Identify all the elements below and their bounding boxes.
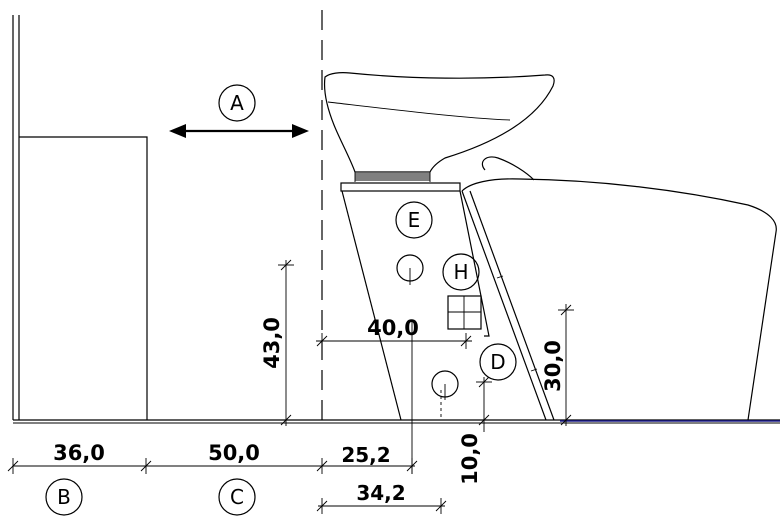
dimension-line-30 xyxy=(558,304,574,426)
dimension-43: 43,0 xyxy=(260,317,284,369)
dimension-36: 36,0 xyxy=(53,441,105,465)
dimension-line-40 xyxy=(316,333,472,349)
fixtures xyxy=(396,254,482,400)
svg-text:A: A xyxy=(230,91,244,115)
dimension-30: 30,0 xyxy=(541,340,565,392)
dimension-34: 34,2 xyxy=(356,481,405,505)
callout-c: C xyxy=(218,478,256,516)
callout-a: A xyxy=(218,84,256,122)
callout-h: H xyxy=(442,253,480,291)
dimension-line-lower xyxy=(316,498,447,514)
dimension-40: 40,0 xyxy=(367,316,419,340)
svg-text:E: E xyxy=(408,208,421,232)
floor-line xyxy=(13,419,780,424)
callout-b: B xyxy=(45,478,83,516)
cabinet xyxy=(19,136,148,420)
movement-arrow xyxy=(169,124,309,138)
dimension-line-43 xyxy=(278,259,294,426)
wash-basin xyxy=(323,72,555,192)
dimension-10: 10,0 xyxy=(458,433,482,485)
dimension-line-bottom xyxy=(7,420,418,474)
dimension-50: 50,0 xyxy=(208,441,260,465)
chair xyxy=(461,156,777,421)
svg-text:B: B xyxy=(57,485,71,509)
svg-text:C: C xyxy=(230,485,244,509)
callout-d: D xyxy=(479,343,517,381)
wall xyxy=(12,15,20,420)
pedestal xyxy=(341,190,490,421)
dimension-line-10 xyxy=(476,376,492,432)
dimension-25: 25,2 xyxy=(341,443,390,467)
callout-e: E xyxy=(395,201,433,239)
svg-text:D: D xyxy=(490,350,505,374)
svg-text:H: H xyxy=(453,260,468,284)
